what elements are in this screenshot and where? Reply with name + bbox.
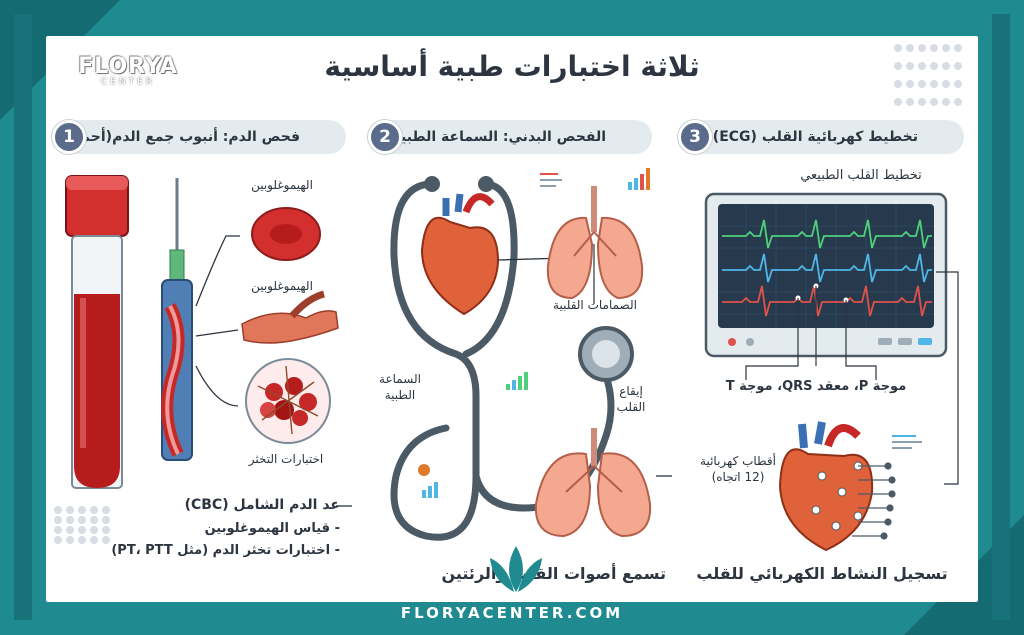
section-3-heading-text: تخطيط كهربائية القلب (ECG) <box>712 129 918 145</box>
hemoglobin-vessel-label: الهيموغلوبين <box>251 279 313 293</box>
ecg-bottom-text: تسجيل النشاط الكهربائي للقلب <box>696 564 948 583</box>
infographic-panel: FLORYA CENTER ثلاثة اختبارات طبية أساسية… <box>46 36 978 602</box>
brand-logo: FLORYA CENTER <box>68 54 188 87</box>
frame-stripe <box>992 14 1010 620</box>
section-3-heading: تخطيط كهربائية القلب (ECG) <box>686 120 964 154</box>
ecg-trace-red <box>722 285 932 317</box>
heart-with-electrodes-icon <box>778 421 874 552</box>
cbc-item-coagulation: - اختبارات تخثر الدم (مثل PT، PTT) <box>111 543 340 558</box>
section-2-number-badge: 2 <box>368 120 402 154</box>
bar-chart-icon <box>506 372 528 390</box>
coagulation-label: اختبارات التخثر <box>248 452 324 466</box>
electrode-leads <box>852 462 896 540</box>
ecg-trace-blue <box>722 253 932 283</box>
lungs-icon <box>534 428 652 538</box>
footer-website: FLORYACENTER.COM <box>400 604 624 622</box>
heart-icon <box>420 193 500 316</box>
section-3-number-badge: 3 <box>678 120 712 154</box>
section-1-heading-text: فحص الدم: أنبوب جمع الدم(أحمر) <box>66 129 300 145</box>
cbc-item-hemoglobin: - قياس الهيموغلوبين <box>204 521 340 536</box>
section-2-heading-text: الفحص البدني: السماعة الطبية <box>392 129 606 145</box>
blood-clot-icon <box>245 358 331 444</box>
blood-test-illustration <box>65 175 352 507</box>
frame-stripe <box>14 14 32 620</box>
page-title: ثلاثة اختبارات طبية أساسية <box>324 50 700 83</box>
ecg-waves-label: موجة P، معقد QRS، موجة T <box>725 379 907 394</box>
lotus-logo-icon <box>490 546 542 592</box>
ecg-monitor-title: تخطيط القلب الطبيعي <box>800 168 922 183</box>
list-lines-icon <box>540 173 562 187</box>
heart-valves-label: الصمامات القلبية <box>553 298 637 312</box>
electrodes-label: أقطاب كهربائية (12 اتجاه) <box>700 454 776 484</box>
hemoglobin-label: الهيموغلوبين <box>251 178 313 192</box>
dot-pattern <box>54 506 112 544</box>
red-blood-cell-icon <box>251 207 321 261</box>
stethoscope-chestpiece-icon <box>578 326 634 382</box>
ecg-trace-green <box>722 219 932 249</box>
ecg-monitor-icon <box>704 192 948 358</box>
logo-sub-text: CENTER <box>100 77 156 87</box>
blood-tube-icon <box>65 175 129 489</box>
bar-chart-icon <box>418 464 438 498</box>
stethoscope-label: السماعة الطبية <box>379 372 421 402</box>
blood-vessel-icon <box>241 290 339 344</box>
ecg-illustration <box>704 192 959 552</box>
cbc-title: عد الدم الشامل (CBC) <box>184 497 340 513</box>
section-1-number-badge: 1 <box>52 120 86 154</box>
list-lines-icon <box>892 435 922 449</box>
section-2-heading: الفحص البدني: السماعة الطبية <box>376 120 652 154</box>
section-1-heading: فحص الدم: أنبوب جمع الدم(أحمر) <box>60 120 346 154</box>
dot-pattern <box>894 44 964 114</box>
heart-rhythm-label: إيقاع القلب <box>616 384 646 414</box>
needle-icon <box>161 178 193 461</box>
lungs-icon <box>546 186 644 300</box>
stethoscope-illustration <box>390 168 672 541</box>
logo-main-text: FLORYA <box>78 54 178 79</box>
bar-chart-icon <box>628 168 650 190</box>
